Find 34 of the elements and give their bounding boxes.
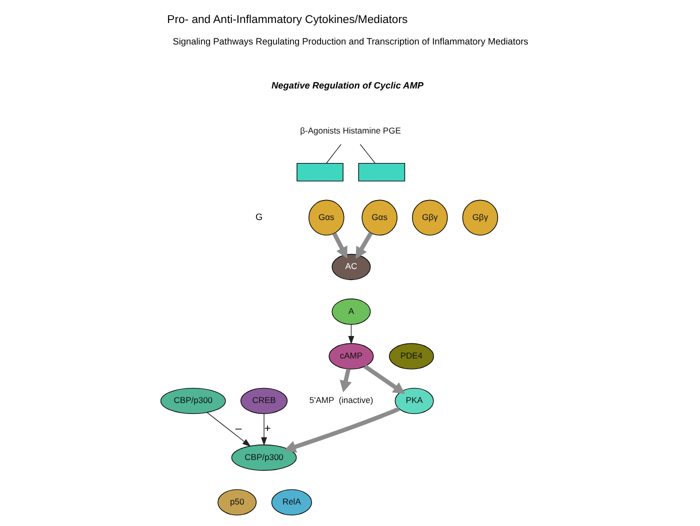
- node-circle: Gαs: [308, 200, 344, 236]
- arrow: [339, 368, 352, 392]
- node-box: [296, 162, 343, 182]
- label: G: [254, 212, 262, 222]
- edge-label: –: [234, 422, 242, 435]
- node-circle: Gβγ: [462, 200, 498, 236]
- node-ellipse: PDE4: [388, 343, 434, 370]
- label: Signaling Pathways Regulating Production and Transcription of Inflammatory Mediators: [172, 36, 528, 47]
- node-ellipse: PKA: [394, 388, 434, 414]
- node-circle: Gβγ: [411, 200, 448, 236]
- arrow: [260, 414, 267, 446]
- arrow: [363, 364, 405, 394]
- node-ellipse: RelA: [270, 489, 312, 516]
- arrow: [332, 232, 347, 259]
- edge-label: +: [264, 422, 270, 435]
- node-circle: Gαs: [361, 200, 397, 236]
- arrow: [284, 406, 400, 453]
- node-ellipse: CBP/p300: [160, 388, 226, 414]
- arrow: [355, 232, 372, 259]
- node-text: 5'AMP (inactive): [308, 395, 373, 406]
- node-ellipse: p50: [217, 489, 256, 516]
- node-ellipse: AC: [331, 254, 370, 280]
- node-text: β-Agonists Histamine PGE: [300, 126, 400, 136]
- arrow: [348, 324, 354, 344]
- label: Negative Regulation of Cyclic AMP: [270, 80, 424, 90]
- node-ellipse: CBP/p300: [230, 444, 296, 471]
- node-ellipse: cAMP: [328, 343, 374, 370]
- node-ellipse: CREB: [240, 388, 288, 414]
- diagram-title: Pro- and Anti-Inflammatory Cytokines/Mediators: [166, 14, 408, 26]
- node-ellipse: A: [331, 298, 370, 325]
- connector: [359, 144, 375, 164]
- connector: [326, 144, 341, 164]
- arrow: [206, 412, 250, 447]
- node-box: [358, 162, 405, 182]
